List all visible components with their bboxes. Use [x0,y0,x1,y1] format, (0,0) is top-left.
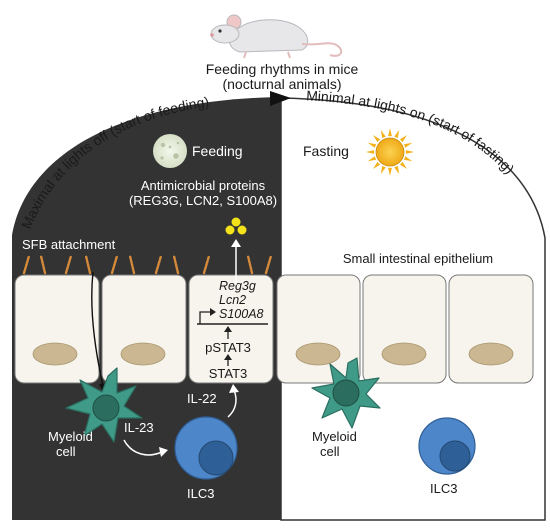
sun-ray [380,129,386,139]
moon-icon [153,134,187,168]
ilc3-cell-left [174,416,238,480]
epithelium-label: Small intestinal epithelium [343,251,493,266]
sun-ray [403,156,413,162]
promoter-arrowhead [210,308,216,316]
ilc3-left-label: ILC3 [187,486,214,501]
sfb-filament [84,254,92,275]
sfb-filament [110,254,119,275]
epithelial-cell-6 [448,274,534,384]
promoter-arrow [199,311,214,324]
nucleus-2 [120,342,166,366]
stat3-label: STAT3 [209,366,248,381]
ilc3-right-label: ILC3 [430,481,457,496]
il23-arrow [123,439,163,456]
sfb-filament [172,254,180,275]
epithelial-cell-1 [14,274,100,384]
stat3-arrowhead [224,354,232,360]
myeloid-cell-left [65,367,143,443]
sfb-filament [22,254,31,275]
il22-arrowhead [229,384,239,393]
nucleus-6 [468,342,514,366]
sfb-filament [39,254,47,275]
sun-ray [366,150,375,154]
sun-ray [373,135,381,143]
il22-label: IL-22 [187,391,217,406]
sfb-signal-arrow [91,271,104,387]
sun-ray [403,142,413,148]
sun-icon [366,128,414,176]
title-line1: Feeding rhythms in mice [206,61,359,77]
myeloid-cell-right [311,357,381,429]
nucleus-4 [295,342,341,366]
mouse-icon [210,14,343,59]
pstat3-label: pSTAT3 [205,340,251,355]
nucleus-1 [32,342,78,366]
gene-lcn2: Lcn2 [219,293,246,307]
amp-title: Antimicrobial proteins [141,178,266,193]
sun-ray [394,165,400,175]
feeding-label: Feeding [192,143,243,159]
myeloid-right-line2: cell [320,444,340,459]
sun-ray [405,150,414,154]
sun-ray [373,161,381,169]
sun-ray [394,129,400,139]
sfb-filament [264,254,273,275]
sun-ray [367,142,377,148]
sun-ray [399,161,407,169]
fasting-label: Fasting [303,143,349,159]
arc-arrowhead [270,91,291,106]
sfb-filaments [22,254,273,275]
amp-list: (REG3G, LCN2, S100A8) [129,193,277,208]
ilc3-cell-right [418,417,476,475]
il23-arrowhead [159,447,168,457]
sfb-filament [154,254,163,275]
il22-arrow [227,389,237,418]
myeloid-left-line2: cell [56,444,76,459]
gene-reg3g: Reg3g [219,279,256,293]
epithelial-cell-5 [362,274,447,384]
sun-ray [380,165,386,175]
sun-ray [399,135,407,143]
nucleus-5 [381,342,427,366]
sfb-label: SFB attachment [22,237,116,252]
sun-ray [388,128,392,137]
sfb-filament [128,254,136,275]
sun-ray [388,167,392,176]
epithelial-cell-2 [101,274,187,384]
myeloid-right-line1: Myeloid [312,429,357,444]
sfb-filament [64,254,73,275]
myeloid-left-line1: Myeloid [48,429,93,444]
amp-dots [225,217,247,235]
il23-label: IL-23 [124,420,154,435]
secretion-arrowhead [231,239,241,247]
gene-s100a8: S100A8 [219,307,264,321]
nuclei [32,342,514,366]
epithelial-cell-3 [188,274,274,384]
sfb-filament [246,254,254,275]
pstat3-arrowhead [224,326,232,332]
sun-ray [367,156,377,162]
title-line2: (nocturnal animals) [222,76,341,92]
sfb-filament [202,254,211,275]
